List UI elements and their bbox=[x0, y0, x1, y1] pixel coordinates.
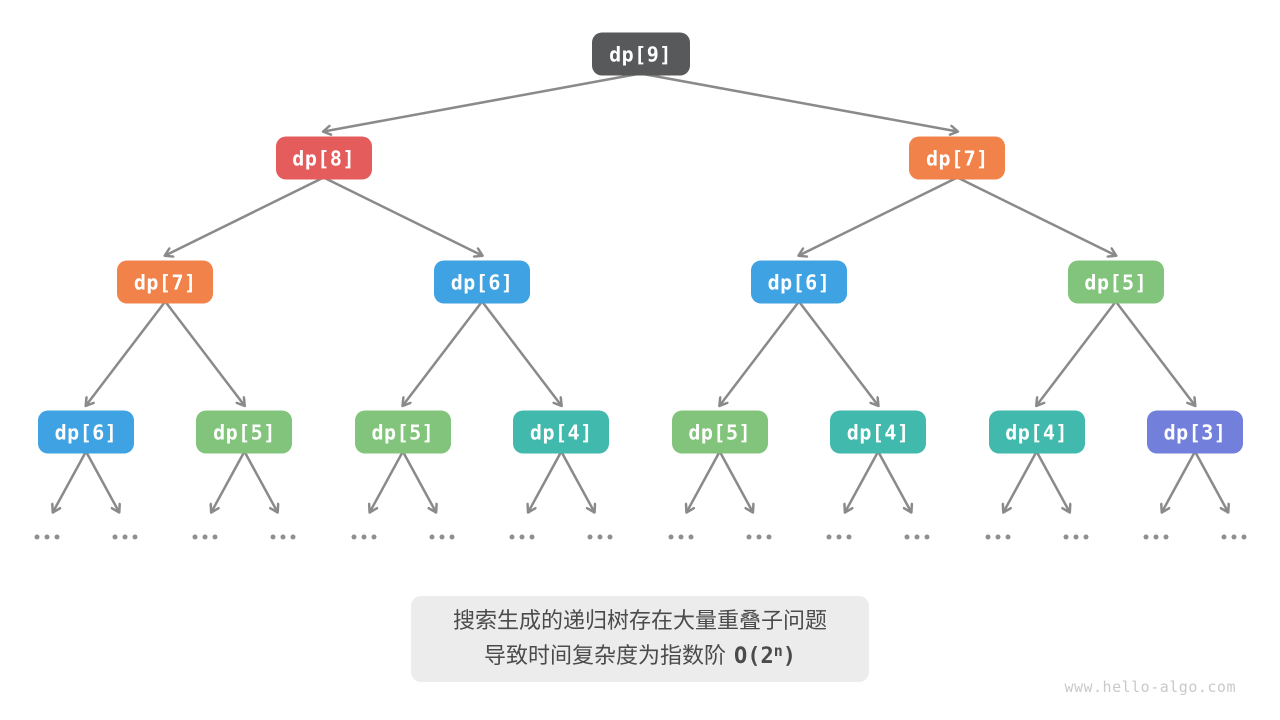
ellipsis bbox=[270, 534, 296, 540]
tree-edge-arrow bbox=[528, 450, 563, 513]
tree-edge-arrow bbox=[560, 450, 594, 513]
caption-line1: 搜索生成的递归树存在大量重叠子问题 bbox=[452, 608, 827, 634]
tree-node: dp[6] bbox=[434, 260, 531, 304]
tree-node: dp[5] bbox=[1067, 260, 1164, 304]
tree-edge-arrow bbox=[720, 300, 800, 406]
ellipsis bbox=[904, 534, 930, 540]
tree-edge-arrow bbox=[1035, 450, 1070, 513]
tree-edge-arrow bbox=[1114, 300, 1195, 406]
ellipsis bbox=[985, 534, 1011, 540]
tree-edge-arrow bbox=[53, 450, 88, 513]
ellipsis bbox=[351, 534, 377, 540]
caption-line2-text: 导致时间复杂度为指数阶 bbox=[483, 643, 726, 669]
tree-node: dp[7] bbox=[909, 136, 1006, 180]
watermark: www.hello-algo.com bbox=[1064, 678, 1236, 696]
tree-edge-arrow bbox=[401, 450, 436, 513]
tree-node: dp[4] bbox=[513, 410, 610, 454]
tree-node: dp[9] bbox=[591, 32, 690, 76]
tree-edge-arrow bbox=[1162, 450, 1197, 513]
tree-edge-arrow bbox=[164, 300, 244, 406]
tree-edge-arrow bbox=[324, 72, 641, 132]
formula-exponent: n bbox=[773, 641, 783, 660]
tree-edge-arrow bbox=[370, 450, 404, 513]
ellipsis bbox=[192, 534, 218, 540]
tree-edge-arrow bbox=[1004, 450, 1038, 513]
tree-node: dp[5] bbox=[196, 410, 293, 454]
tree-node: dp[4] bbox=[988, 410, 1085, 454]
tree-edge-arrow bbox=[687, 450, 721, 513]
tree-edge-arrow bbox=[799, 176, 958, 256]
tree-edge-arrow bbox=[718, 450, 753, 513]
complexity-formula: O(2n) bbox=[733, 641, 797, 669]
tree-edge-arrow bbox=[640, 72, 958, 132]
tree-edge-arrow bbox=[211, 450, 246, 513]
ellipsis bbox=[112, 534, 138, 540]
ellipsis bbox=[1063, 534, 1089, 540]
tree-edge-arrow bbox=[323, 176, 482, 256]
ellipsis bbox=[746, 534, 772, 540]
tree-node: dp[5] bbox=[671, 410, 768, 454]
tree-edge-arrow bbox=[1193, 450, 1228, 513]
tree-edge-arrow bbox=[86, 300, 167, 406]
tree-node: dp[8] bbox=[275, 136, 372, 180]
tree-edge-arrow bbox=[403, 300, 484, 406]
tree-node: dp[7] bbox=[117, 260, 214, 304]
tree-edge-arrow bbox=[956, 176, 1115, 256]
tree-edge-arrow bbox=[481, 300, 561, 406]
tree-node: dp[5] bbox=[354, 410, 451, 454]
caption-line2: 导致时间复杂度为指数阶 O(2n) bbox=[484, 641, 796, 673]
tree-edge-arrow bbox=[243, 450, 277, 513]
ellipsis bbox=[1143, 534, 1169, 540]
caption-box: 搜索生成的递归树存在大量重叠子问题 导致时间复杂度为指数阶 O(2n) bbox=[411, 596, 869, 682]
tree-node: dp[6] bbox=[750, 260, 847, 304]
tree-edge-arrow bbox=[877, 450, 911, 513]
tree-edge-arrow bbox=[1037, 300, 1117, 406]
ellipsis bbox=[587, 534, 613, 540]
tree-node: dp[4] bbox=[830, 410, 927, 454]
tree-node: dp[3] bbox=[1147, 410, 1243, 454]
tree-edge-arrow bbox=[797, 300, 878, 406]
ellipsis bbox=[34, 534, 60, 540]
ellipsis bbox=[826, 534, 852, 540]
tree-node: dp[6] bbox=[38, 410, 134, 454]
ellipsis bbox=[668, 534, 694, 540]
ellipsis bbox=[429, 534, 455, 540]
ellipsis bbox=[509, 534, 535, 540]
tree-edge-arrow bbox=[845, 450, 880, 513]
tree-edge-arrow bbox=[165, 176, 325, 256]
tree-edge-arrow bbox=[84, 450, 119, 513]
ellipsis bbox=[1221, 534, 1247, 540]
